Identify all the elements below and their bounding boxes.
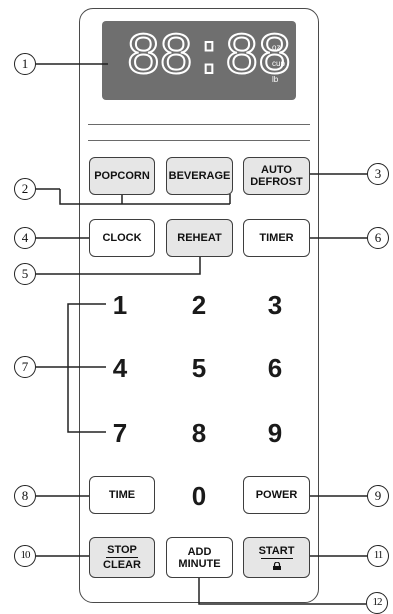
popcorn-button[interactable]: POPCORN [89, 157, 155, 195]
key-0[interactable]: 0 [191, 481, 207, 511]
key-1[interactable]: 1 [112, 290, 128, 320]
beverage-button[interactable]: BEVERAGE [166, 157, 233, 195]
auto-defrost-button[interactable]: AUTO DEFROST [243, 157, 310, 195]
display-window [102, 21, 296, 100]
display-unit-oz: oz [272, 43, 281, 52]
key-9[interactable]: 9 [267, 418, 283, 448]
key-2[interactable]: 2 [191, 290, 207, 320]
display-digits: 88:88 [125, 26, 293, 91]
clear-label: CLEAR [103, 559, 141, 571]
clock-button[interactable]: CLOCK [89, 219, 155, 257]
callout-4: 4 [14, 227, 36, 249]
add-minute-label-line2: MINUTE [178, 557, 221, 570]
display-unit-lb: lb [272, 75, 279, 84]
callout-5: 5 [14, 263, 36, 285]
callout-10: 10 [14, 545, 36, 567]
time-button[interactable]: TIME [89, 476, 155, 514]
stop-clear-button[interactable]: STOP CLEAR [89, 537, 155, 578]
callout-8: 8 [14, 485, 36, 507]
key-6[interactable]: 6 [267, 353, 283, 383]
auto-defrost-label-line1: AUTO [261, 164, 292, 176]
callout-2: 2 [14, 178, 36, 200]
callout-9: 9 [367, 485, 389, 507]
auto-defrost-label-line2: DEFROST [250, 176, 303, 188]
timer-button[interactable]: TIMER [243, 219, 310, 257]
key-7[interactable]: 7 [112, 418, 128, 448]
divider-top [88, 124, 310, 125]
callout-11: 11 [367, 545, 389, 567]
start-button[interactable]: START [243, 537, 310, 578]
stop-clear-divider [106, 557, 138, 558]
key-4[interactable]: 4 [112, 353, 128, 383]
key-5[interactable]: 5 [191, 353, 207, 383]
start-divider [260, 558, 293, 559]
add-minute-button[interactable]: ADD MINUTE [166, 537, 233, 578]
stop-label: STOP [107, 544, 137, 556]
reheat-button[interactable]: REHEAT [166, 219, 233, 257]
display-unit-cup: cup [272, 59, 285, 68]
power-button[interactable]: POWER [243, 476, 310, 514]
divider-bottom [88, 140, 310, 141]
add-minute-label-line1: ADD [187, 545, 212, 558]
key-3[interactable]: 3 [267, 290, 283, 320]
start-label: START [258, 545, 295, 557]
callout-6: 6 [367, 227, 389, 249]
key-8[interactable]: 8 [191, 418, 207, 448]
lock-icon [272, 562, 281, 570]
callout-12: 12 [366, 592, 388, 614]
callout-1: 1 [14, 53, 36, 75]
callout-3: 3 [367, 163, 389, 185]
callout-7: 7 [14, 356, 36, 378]
